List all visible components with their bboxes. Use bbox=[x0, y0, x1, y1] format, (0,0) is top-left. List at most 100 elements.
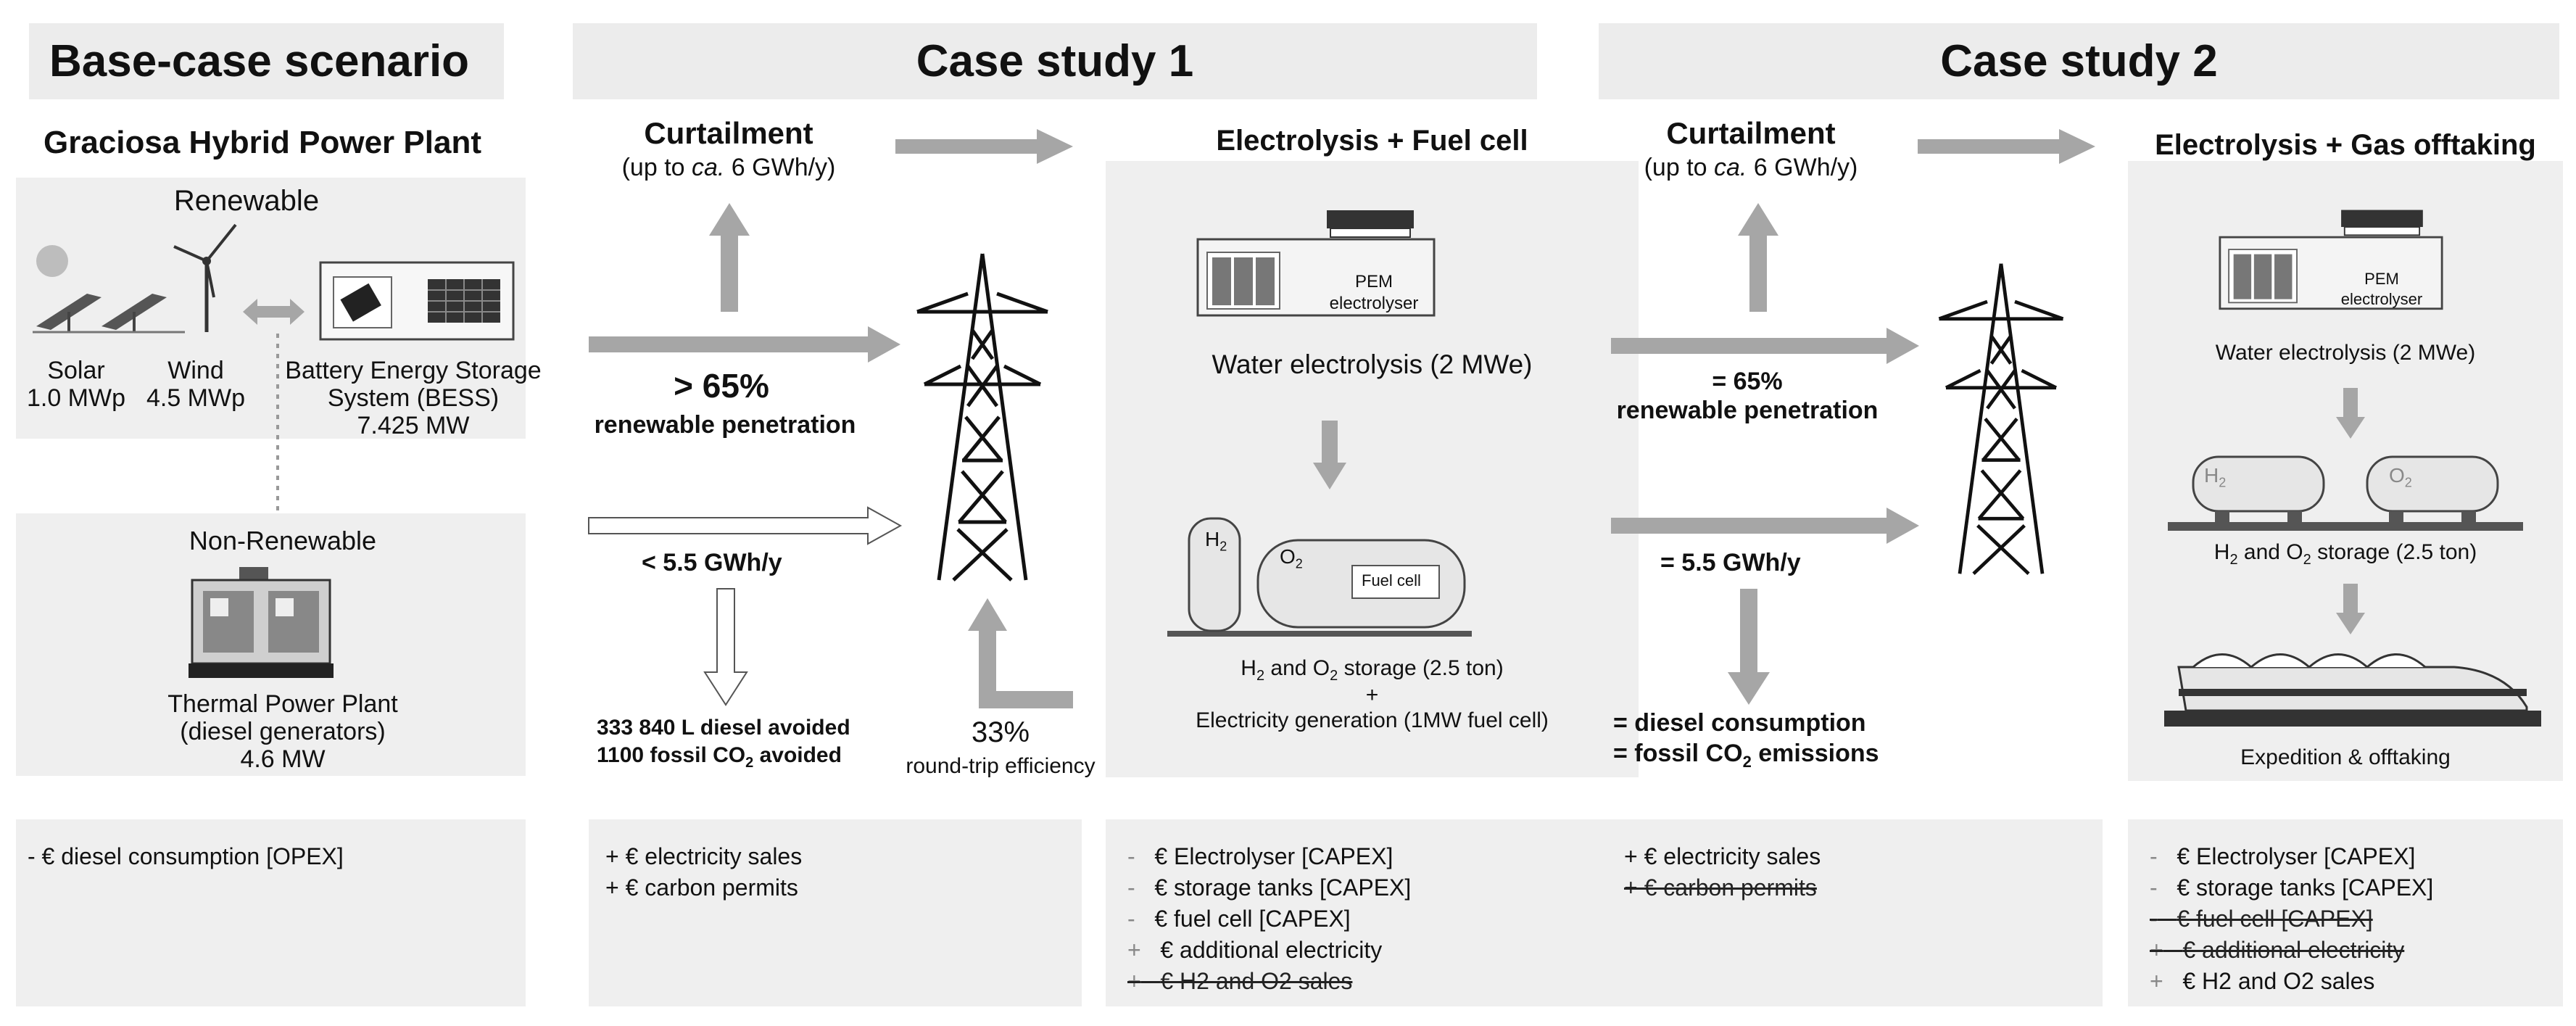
cs1-co2-post: avoided bbox=[753, 743, 842, 767]
bess-line-2: System (BESS) bbox=[327, 384, 500, 412]
cs1-h2-h: H bbox=[1205, 528, 1220, 550]
cs2-curtailment-sub: (up to ca. 6 GWh/y) bbox=[1606, 152, 1896, 183]
cs1-water-electrolysis: Water electrolysis (2 MWe) bbox=[1212, 349, 1533, 379]
cs1-cost-item: + € H2 and O2 sales bbox=[1127, 968, 1353, 994]
wind-turbine-icon bbox=[173, 223, 237, 332]
cs2-revenue-item: + € carbon permits bbox=[1624, 874, 1817, 901]
cs1-o2-o: O bbox=[1280, 545, 1296, 568]
bess-capacity: 7.425 MW bbox=[357, 412, 470, 439]
cs1-storage-fuelcell-icon bbox=[1167, 517, 1472, 637]
cs2-arrow-down-diesel bbox=[1728, 589, 1770, 705]
cs2-arrow-penetration bbox=[1611, 328, 1919, 364]
cs1-arrow-right-top bbox=[895, 129, 1073, 164]
cs2-transmission-tower-icon bbox=[1938, 263, 2064, 575]
cs1-fuel-cell-label: Fuel cell bbox=[1362, 571, 1421, 589]
cs2-cost-item: - € storage tanks [CAPEX] bbox=[2150, 874, 2434, 901]
cs1-plus: + bbox=[1365, 683, 1379, 707]
cs2-gas-tanker-ship-icon bbox=[2164, 653, 2541, 727]
cs1-revenue-panel bbox=[589, 819, 1082, 1006]
cs1-h2-tank-label: H2 bbox=[1205, 528, 1227, 554]
cs2-cost-item: + € H2 and O2 sales bbox=[2150, 968, 2375, 994]
cs1-generation-line: Electricity generation (1MW fuel cell) bbox=[1196, 708, 1549, 732]
cs1-revenue-list: + € electricity sales + € carbon permits bbox=[605, 841, 802, 903]
cs1-efficiency-label: round-trip efficiency bbox=[906, 754, 1096, 778]
cs1-cost-item: + € additional electricity bbox=[1127, 937, 1383, 963]
cs1-efficiency-value: 33% bbox=[971, 716, 1030, 748]
cs1-arrow-return bbox=[968, 598, 1073, 708]
cs2-storage-line: H2 and O2 storage (2.5 ton) bbox=[2213, 540, 2477, 568]
diesel-generator-icon bbox=[189, 567, 334, 678]
cs2-revenue-item: + € electricity sales bbox=[1624, 843, 1821, 869]
cs2-diesel-line: = diesel consumption bbox=[1613, 709, 1866, 737]
cs2-o2-tank-label: O2 bbox=[2389, 464, 2412, 490]
cs2-pem-label-1: PEM bbox=[2364, 270, 2399, 288]
cs2-curtailment-title: Curtailment bbox=[1666, 116, 1836, 150]
cs1-revenue-item: + € carbon permits bbox=[605, 874, 798, 901]
cs2-revenue-list: + € electricity sales + € carbon permits bbox=[1624, 841, 1821, 903]
cs1-curtailment-sub-post: 6 GWh/y) bbox=[724, 154, 836, 181]
cs2-storage-tanks-icon bbox=[2168, 455, 2523, 531]
cs2-revenue-panel bbox=[1610, 819, 2103, 1006]
cs2-arrow-up-curtail bbox=[1738, 203, 1778, 312]
cs1-cost-list: - € Electrolyser [CAPEX] - € storage tan… bbox=[1127, 841, 1411, 997]
cs1-curtailment-sub-pre: (up to bbox=[621, 154, 692, 181]
solar-icon bbox=[33, 245, 185, 334]
cs2-arrow-down-ship bbox=[2336, 584, 2365, 634]
cs1-arrow-hollow-right bbox=[588, 506, 903, 545]
cs1-arrow-hollow-down bbox=[703, 588, 748, 706]
cs1-cost-panel bbox=[1106, 819, 1639, 1006]
cs2-expedition: Expedition & offtaking bbox=[2240, 745, 2451, 769]
cs2-penetration-value: = 65% bbox=[1712, 368, 1783, 395]
plant-title: Graciosa Hybrid Power Plant bbox=[44, 125, 481, 160]
cs2-cost-list: - € Electrolyser [CAPEX] - € storage tan… bbox=[2150, 841, 2433, 997]
case-study-2-header-text: Case study 2 bbox=[1940, 36, 2218, 86]
cs1-pem-label-2: electrolyser bbox=[1329, 294, 1419, 313]
cs1-curtailment-title: Curtailment bbox=[644, 116, 813, 150]
bess-line-1: Battery Energy Storage bbox=[285, 357, 542, 384]
cs1-transmission-tower-icon bbox=[916, 253, 1048, 582]
cs1-co2-pre: 1100 fossil CO bbox=[597, 743, 746, 767]
solar-capacity: 1.0 MWp bbox=[26, 384, 126, 412]
solar-name: Solar bbox=[47, 357, 105, 384]
cs1-arrow-up-curtail bbox=[709, 203, 750, 312]
thermal-capacity: 4.6 MW bbox=[240, 745, 326, 773]
cs2-cost-item: - € Electrolyser [CAPEX] bbox=[2150, 843, 2416, 869]
cs1-cost-item: - € Electrolyser [CAPEX] bbox=[1127, 843, 1393, 869]
case-study-1-header-text: Case study 1 bbox=[916, 36, 1194, 86]
thermal-line-1: Thermal Power Plant bbox=[167, 690, 398, 718]
renewable-label: Renewable bbox=[173, 185, 320, 217]
thermal-line-2: (diesel generators) bbox=[180, 718, 386, 745]
dotted-connector bbox=[276, 334, 279, 515]
cs2-arrow-energy bbox=[1611, 508, 1919, 544]
cs2-curtailment-sub-ca: ca. bbox=[1714, 154, 1747, 181]
cs2-cost-panel bbox=[2128, 819, 2563, 1006]
cs1-co2-avoided: 1100 fossil CO2 avoided bbox=[597, 742, 842, 777]
cs2-curtailment-sub-pre: (up to bbox=[1644, 154, 1714, 181]
cs1-cost-item: - € storage tanks [CAPEX] bbox=[1127, 874, 1412, 901]
cs2-energy-label: = 5.5 GWh/y bbox=[1660, 549, 1801, 576]
wind-capacity: 4.5 MWp bbox=[146, 384, 246, 412]
battery-storage-icon bbox=[319, 261, 515, 341]
cs1-arrow-penetration bbox=[589, 326, 900, 363]
cs1-curtailment-sub: (up to ca. 6 GWh/y) bbox=[584, 152, 874, 183]
cs1-pem-electrolyser-icon bbox=[1196, 210, 1436, 317]
base-cost-panel bbox=[16, 819, 526, 1006]
cs1-diesel-avoided: 333 840 L diesel avoided bbox=[597, 716, 850, 740]
cs1-penetration-value: > 65% bbox=[674, 367, 769, 405]
double-arrow-icon bbox=[243, 299, 305, 325]
cs1-revenue-item: + € electricity sales bbox=[605, 843, 803, 869]
cs1-energy-label: < 5.5 GWh/y bbox=[642, 549, 782, 576]
cs2-pem-label-2: electrolyser bbox=[2340, 290, 2423, 308]
cs1-penetration-label: renewable penetration bbox=[594, 411, 856, 439]
cs2-penetration-label: renewable penetration bbox=[1616, 397, 1879, 424]
cs2-pem-electrolyser-icon bbox=[2219, 210, 2443, 310]
cs1-co2-sub: 2 bbox=[745, 755, 754, 771]
cs2-cost-item: + € additional electricity bbox=[2150, 937, 2405, 963]
cs2-water-electrolysis: Water electrolysis (2 MWe) bbox=[2215, 341, 2476, 365]
case-study-2-header: Case study 2 bbox=[1599, 23, 2559, 99]
non-renewable-label: Non-Renewable bbox=[189, 526, 377, 555]
base-cost-item: - € diesel consumption [OPEX] bbox=[28, 843, 344, 869]
cs2-right-title: Electrolysis + Gas offtaking bbox=[2155, 129, 2536, 161]
case-study-1-header: Case study 1 bbox=[573, 23, 1537, 99]
cs1-curtailment-sub-ca: ca. bbox=[692, 154, 725, 181]
